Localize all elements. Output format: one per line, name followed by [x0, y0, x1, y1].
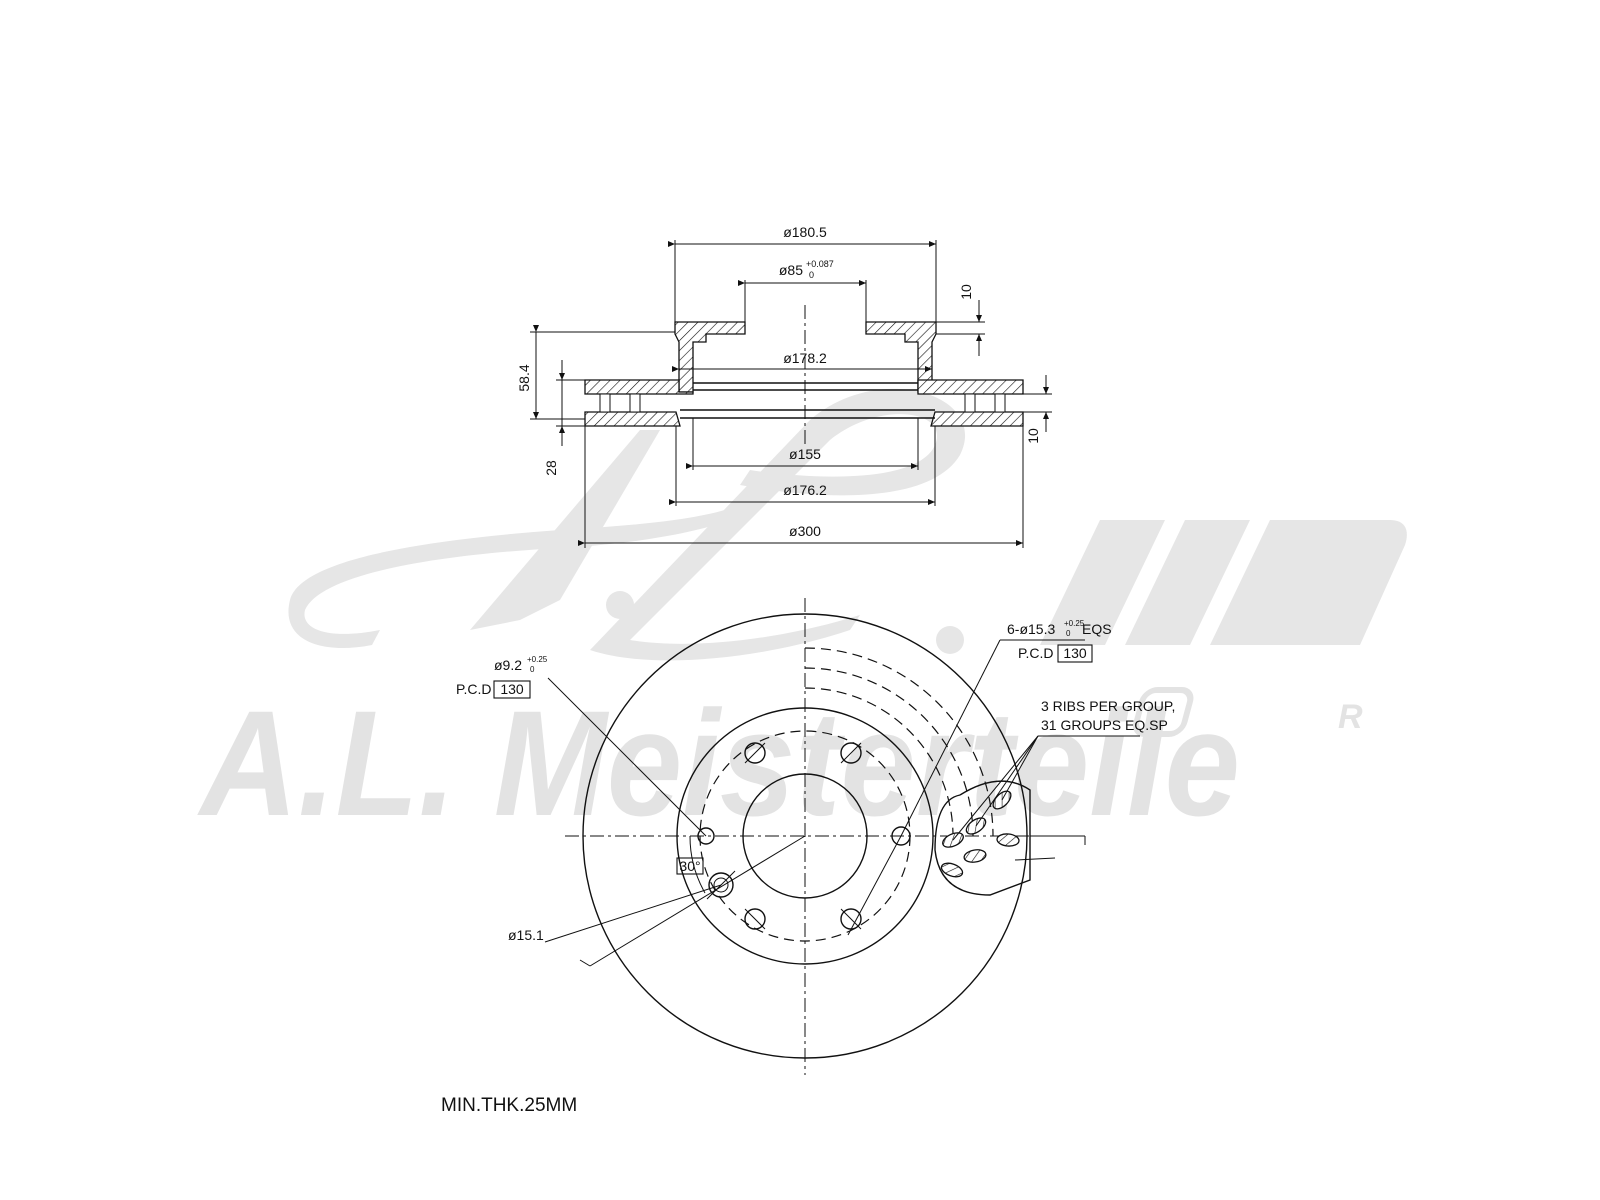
- dim-hat-thickness: 10: [958, 284, 974, 300]
- small-hole-note-tol-upper: +0.25: [527, 655, 548, 664]
- friction-plate-lower-left: [584, 411, 681, 427]
- angle-label: 30°: [679, 858, 700, 874]
- dim-15-1: ø15.1: [508, 927, 544, 943]
- bolt-hole-note-tol-upper: +0.25: [1064, 619, 1085, 628]
- dim-center-bore-tol-lower: 0: [809, 270, 814, 280]
- small-hole-left: [697, 827, 715, 845]
- dim-center-bore: ø85: [779, 262, 803, 278]
- bolt-hole-note-tol-lower: 0: [1066, 629, 1071, 638]
- dim-300: ø300: [789, 523, 821, 539]
- pcd-right-box: [1057, 644, 1093, 663]
- dim-center-bore-tol-upper: +0.087: [806, 259, 834, 269]
- pcd-right-label: P.C.D: [1018, 645, 1054, 661]
- small-hole-note-tol-lower: 0: [530, 665, 535, 674]
- bolt-hole-note-prefix: 6-ø15.3: [1007, 621, 1055, 637]
- small-hole-note-prefix: ø9.2: [494, 657, 522, 673]
- registered-mark: R: [1338, 698, 1363, 736]
- dim-inner-hat: ø178.2: [783, 350, 827, 366]
- pcd-left-label: P.C.D: [456, 681, 492, 697]
- watermark-brand-text: A.L. Meisterteile: [196, 679, 1240, 847]
- pcd-right-value: 130: [1063, 645, 1087, 661]
- ribs-note-line1: 3 RIBS PER GROUP,: [1041, 698, 1175, 714]
- ribs-note-line2: 31 GROUPS EQ.SP: [1041, 717, 1168, 733]
- dim-friction-thickness: 10: [1025, 428, 1041, 444]
- hat-outer-circle: [676, 707, 934, 965]
- dim-height-total: 58.4: [516, 364, 532, 391]
- pcd-left-box: [493, 680, 531, 699]
- dim-176-2: ø176.2: [783, 482, 827, 498]
- friction-plate-upper-right: [917, 379, 1024, 395]
- min-thickness-note: MIN.THK.25MM: [441, 1095, 577, 1116]
- angle-box: [676, 857, 704, 875]
- front-view: 6-ø15.3 +0.25 0 EQS P.C.D 130 ø9.2 +0.25…: [456, 598, 1175, 1075]
- dim-outer-hat: ø180.5: [783, 224, 827, 240]
- section-view: ø180.5 ø85 +0.087 0 ø178.2 ø155 ø176.2 ø…: [516, 224, 1052, 548]
- hat-left: [674, 321, 746, 393]
- friction-plate-lower-right: [930, 411, 1024, 427]
- friction-plate-upper-left: [584, 379, 694, 395]
- dim-155: ø155: [789, 446, 821, 462]
- center-bore-circle: [742, 773, 868, 899]
- watermark-logo: A.L. Meisterteile R: [196, 388, 1407, 847]
- bolt-hole-note-suffix: EQS: [1082, 621, 1112, 637]
- small-hole-right: [891, 826, 911, 846]
- pcd-left-value: 130: [500, 681, 524, 697]
- disc-outer-edge: [582, 613, 1028, 1059]
- dim-thickness: 28: [543, 460, 559, 476]
